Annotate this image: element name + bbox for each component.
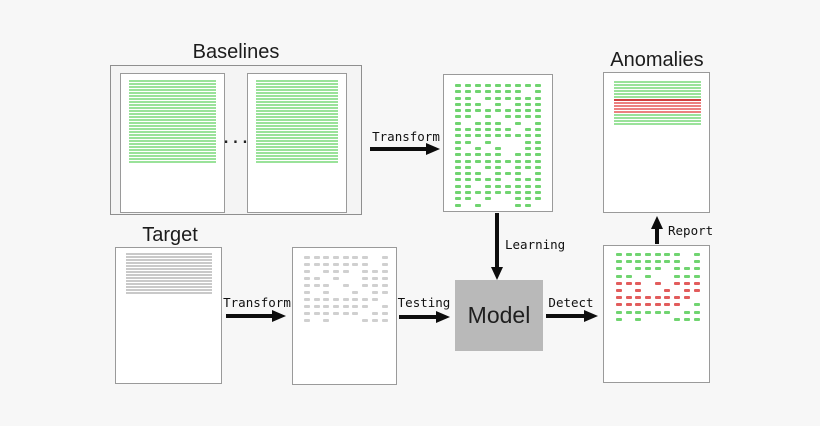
test-features-pattern xyxy=(304,256,391,326)
baseline-doc-1-text-lines xyxy=(129,80,216,164)
detect-arrow xyxy=(546,314,584,318)
target-doc xyxy=(115,247,222,384)
detect-result-doc xyxy=(603,245,710,383)
baseline-doc-2-text-lines xyxy=(256,80,338,164)
learned-features-doc xyxy=(443,74,553,212)
anomalies-doc xyxy=(603,72,710,213)
test-features-doc xyxy=(292,247,397,385)
learning-arrow xyxy=(495,213,499,267)
testing-label: Testing xyxy=(397,295,451,310)
baselines-title: Baselines xyxy=(192,41,280,63)
detect-result-pattern xyxy=(616,253,703,325)
model-box: Model xyxy=(455,280,543,351)
transform-top-arrow xyxy=(370,147,426,151)
transform-bottom-label: Transform xyxy=(223,295,291,310)
report-arrow xyxy=(655,229,659,244)
model-label: Model xyxy=(467,302,531,328)
learned-features-pattern xyxy=(455,84,545,210)
transform-top-label: Transform xyxy=(372,129,440,144)
report-label: Report xyxy=(668,223,714,238)
testing-arrow xyxy=(399,315,436,319)
anomalies-doc-text-lines xyxy=(614,81,701,126)
target-title: Target xyxy=(142,224,198,246)
detect-label: Detect xyxy=(548,295,594,310)
baselines-ellipsis: ... xyxy=(221,131,251,147)
baseline-doc-1 xyxy=(120,73,225,213)
baseline-doc-2 xyxy=(247,73,347,213)
learning-label: Learning xyxy=(505,237,566,252)
anomalies-title: Anomalies xyxy=(610,49,704,71)
transform-bottom-arrow xyxy=(226,314,272,318)
target-doc-text-lines xyxy=(126,253,212,295)
